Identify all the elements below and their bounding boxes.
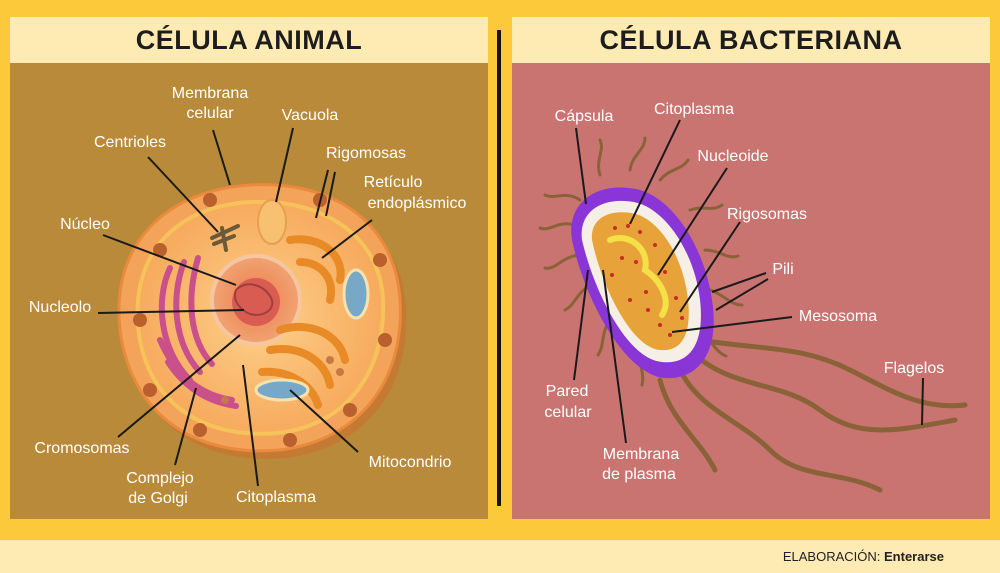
bacterial-cell-illustration (538, 136, 968, 493)
label-mitocondrio: Mitocondrio (369, 454, 452, 471)
label-reticulo-l2: endoplásmico (368, 195, 467, 212)
animal-leader-lines (97, 127, 373, 487)
ribosomes (610, 224, 684, 337)
endoplasmic-reticulum (258, 235, 349, 409)
credit-text: ELABORACIÓN: Enterarse (783, 549, 944, 564)
nucleoid (607, 235, 669, 318)
credit-prefix: ELABORACIÓN: (782, 549, 881, 564)
animal-labels: Membrana celular Vacuola Centrioles Rigo… (29, 85, 467, 507)
label-membrana-l2: celular (186, 105, 234, 122)
nucleolus (232, 278, 280, 326)
label-nucleoide: Nucleoide (697, 148, 768, 165)
label-pili: Pili (772, 261, 793, 278)
label-citoplasma-animal: Citoplasma (236, 489, 316, 506)
vesicles (221, 356, 344, 404)
credit-name: Enterarse (884, 549, 944, 564)
mitochondrion-2 (254, 378, 310, 402)
label-cromosomas: Cromosomas (34, 440, 129, 457)
centrioles-shape (210, 224, 240, 252)
label-nucleo: Núcleo (60, 216, 110, 233)
label-flagelos: Flagelos (884, 360, 944, 377)
bacterial-labels: Cápsula Citoplasma Nucleoide Rigosomas P… (544, 101, 944, 483)
label-nucleolo: Nucleolo (29, 299, 91, 316)
label-vacuola: Vacuola (282, 107, 339, 124)
label-golgi-l1: Complejo (126, 470, 194, 487)
label-rigomosas: Rigomosas (326, 145, 406, 162)
label-membrana-l1: Membrana (172, 85, 249, 102)
membrane-pores (133, 193, 392, 447)
label-pared-l1: Pared (546, 383, 589, 400)
label-centrioles: Centrioles (94, 134, 166, 151)
label-reticulo-l1: Retículo (364, 174, 423, 191)
label-membrana-plasma-l1: Membrana (603, 446, 680, 463)
label-rigosomas: Rigosomas (727, 206, 807, 223)
label-membrana-plasma-l2: de plasma (602, 466, 676, 483)
panel-divider (497, 30, 501, 506)
label-golgi-l2: de Golgi (128, 490, 188, 507)
footer-bar: ELABORACIÓN: Enterarse (0, 540, 1000, 573)
mitochondrion-1 (342, 268, 370, 320)
vacuole (257, 199, 287, 245)
animal-cell-title: CÉLULA ANIMAL (10, 17, 488, 63)
label-mesosoma: Mesosoma (799, 308, 877, 325)
label-citoplasma-bacteria: Citoplasma (654, 101, 734, 118)
bacterial-leader-lines (573, 119, 924, 444)
label-pared-l2: celular (544, 404, 592, 421)
label-capsula: Cápsula (555, 108, 614, 125)
flagella (657, 337, 968, 493)
bacterial-cell-title: CÉLULA BACTERIANA (512, 17, 990, 63)
